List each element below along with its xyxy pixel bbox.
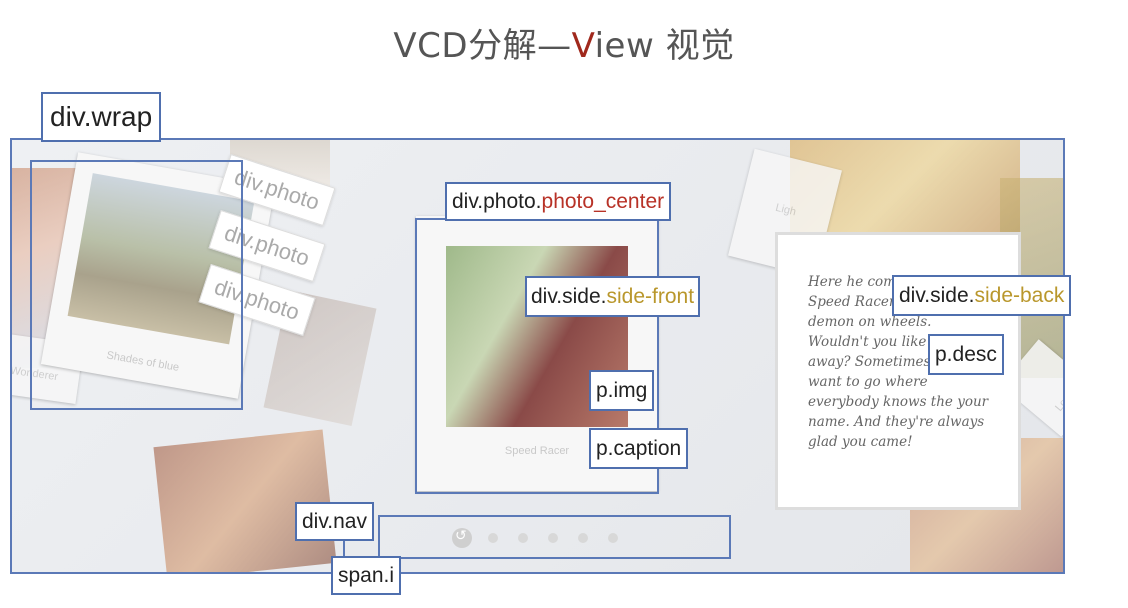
label-side-front: div.side.side-front bbox=[525, 276, 701, 317]
label-span-i: span.i bbox=[331, 556, 402, 595]
nav-dot[interactable] bbox=[548, 533, 558, 543]
label-p-caption: p.caption bbox=[589, 428, 689, 469]
label-prefix: div.photo. bbox=[452, 190, 542, 213]
nav-connector bbox=[343, 540, 345, 560]
title-accent: V bbox=[571, 26, 595, 66]
label-text: p.img bbox=[596, 379, 648, 402]
photo-caption: Love bbox=[1053, 387, 1063, 414]
photo-caption: Ligh bbox=[774, 201, 798, 219]
label-accent: side-front bbox=[606, 285, 695, 308]
label-text: div.wrap bbox=[50, 101, 153, 132]
label-prefix: div.side. bbox=[531, 285, 607, 308]
label-p-desc: p.desc bbox=[928, 334, 1004, 375]
bg-photo-bottom-left bbox=[153, 429, 337, 572]
title-prefix: VCD分解— bbox=[393, 26, 572, 66]
nav-dot-current[interactable] bbox=[452, 528, 472, 548]
label-p-img: p.img bbox=[589, 370, 655, 411]
nav-dot[interactable] bbox=[518, 533, 528, 543]
label-text: p.caption bbox=[596, 437, 682, 460]
label-side-back: div.side.side-back bbox=[892, 275, 1072, 316]
label-div-nav: div.nav bbox=[295, 502, 374, 541]
nav-dot[interactable] bbox=[488, 533, 498, 543]
label-prefix: div.side. bbox=[899, 284, 975, 307]
slide-title: VCD分解—View 视觉 bbox=[0, 18, 1128, 67]
label-text: span.i bbox=[338, 564, 395, 587]
photo-image bbox=[67, 173, 255, 345]
title-suffix: iew 视觉 bbox=[594, 26, 735, 66]
label-photo-center: div.photo.photo_center bbox=[445, 182, 672, 221]
label-text: p.desc bbox=[935, 343, 997, 366]
label-text: div.nav bbox=[302, 510, 367, 533]
nav-dot[interactable] bbox=[608, 533, 618, 543]
nav-dot[interactable] bbox=[578, 533, 588, 543]
label-accent: photo_center bbox=[541, 190, 665, 213]
label-accent: side-back bbox=[974, 284, 1065, 307]
photo-caption: Speed Racer bbox=[504, 445, 570, 457]
label-div-wrap: div.wrap bbox=[41, 92, 162, 142]
